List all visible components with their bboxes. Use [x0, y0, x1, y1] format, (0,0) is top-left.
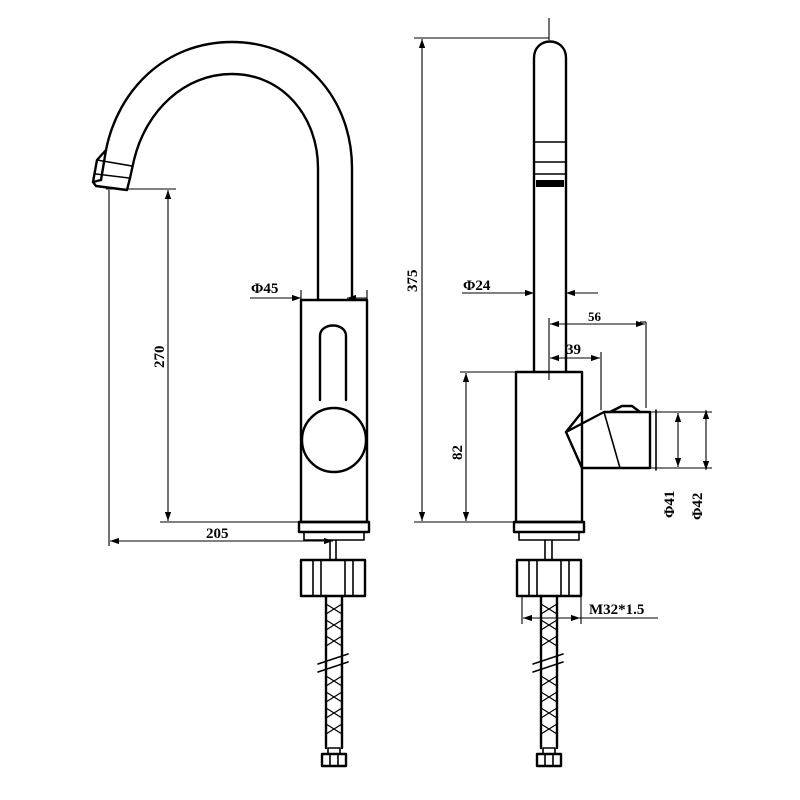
front-spout-outer: [99, 40, 354, 302]
side-handle: [564, 404, 657, 471]
dim-375: 375: [405, 270, 421, 293]
front-base-ring: [297, 520, 371, 534]
dim-phi24: Φ24: [463, 278, 491, 294]
dim-56: 56: [588, 309, 602, 324]
side-mounting-nut: [515, 539, 583, 598]
dim-270: 270: [152, 346, 168, 369]
side-base-ring: [512, 520, 586, 534]
front-spout-tip: [91, 148, 132, 192]
front-handle-disc: [300, 406, 368, 474]
front-mounting-nut: [299, 539, 367, 598]
dim-thread: M32*1.5: [589, 602, 644, 618]
side-spout: [532, 40, 568, 374]
front-spout-inner: [128, 72, 320, 302]
dim-phi42: Φ42: [690, 493, 706, 520]
front-view: Φ45 270 205: [91, 40, 371, 768]
side-hose: [532, 594, 564, 768]
dim-39: 39: [566, 342, 581, 358]
front-handle-lever: [318, 324, 348, 402]
side-view: 375 82 Φ24 56 39 Φ41 Φ42: [405, 18, 712, 768]
dim-82: 82: [450, 445, 466, 460]
dim-phi45: Φ45: [251, 281, 278, 297]
dim-205: 205: [206, 526, 229, 542]
dim-phi41: Φ41: [662, 491, 678, 518]
front-body: [299, 298, 369, 524]
front-hose: [317, 594, 349, 768]
